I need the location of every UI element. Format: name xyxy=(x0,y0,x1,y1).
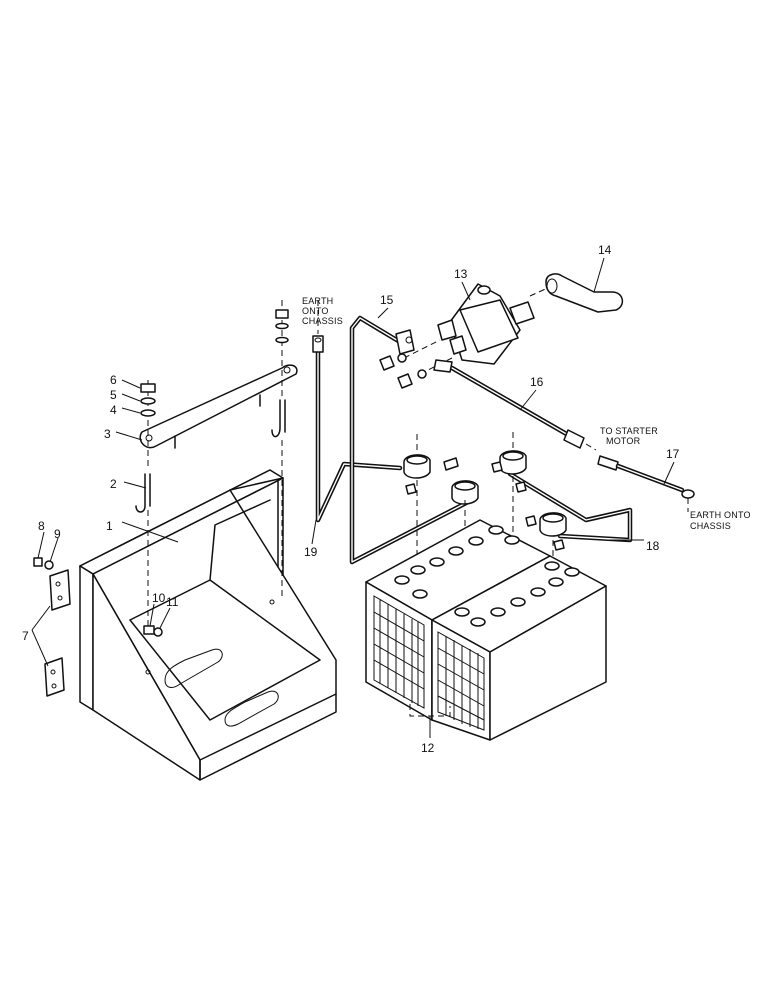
hook-bolts xyxy=(135,300,286,630)
note-earth-onto-chassis-top: EARTH ONTO CHASSIS xyxy=(302,296,343,326)
battery-left-terminals xyxy=(394,525,520,599)
earth-cable-right xyxy=(597,455,695,512)
leader-lines xyxy=(31,257,675,738)
battery-link-cable xyxy=(507,471,633,543)
callout-13: 13 xyxy=(454,267,468,281)
note-starter-line2: MOTOR xyxy=(606,436,641,446)
note-to-starter-motor: TO STARTER MOTOR xyxy=(600,426,658,446)
callout-2: 2 xyxy=(110,477,117,491)
battery-tray xyxy=(79,469,337,781)
callout-10: 10 xyxy=(152,591,166,605)
callout-17: 17 xyxy=(666,447,680,461)
callout-16: 16 xyxy=(530,375,544,389)
note-starter-line1: TO STARTER xyxy=(600,426,658,436)
callout-numbers: 1 2 3 4 5 6 7 8 9 10 11 12 13 14 15 16 1… xyxy=(22,243,680,755)
note-earth-onto-chassis-right: EARTH ONTO CHASSIS xyxy=(690,510,751,531)
callout-3: 3 xyxy=(104,427,111,441)
callout-9: 9 xyxy=(54,527,61,541)
callout-19: 19 xyxy=(304,545,318,559)
terminal-clamps xyxy=(403,432,567,560)
battery-right xyxy=(431,555,607,741)
callout-18: 18 xyxy=(646,539,660,553)
callout-5: 5 xyxy=(110,388,117,402)
starter-cable xyxy=(433,359,597,451)
callout-12: 12 xyxy=(421,741,435,755)
callout-1: 1 xyxy=(106,519,113,533)
callout-4: 4 xyxy=(110,403,117,417)
battery-right-terminals xyxy=(454,561,580,627)
callout-14: 14 xyxy=(598,243,612,257)
clamp-bar xyxy=(139,364,298,449)
note-earth-top-line3: CHASSIS xyxy=(302,316,343,326)
callout-6: 6 xyxy=(110,373,117,387)
callout-15: 15 xyxy=(380,293,394,307)
earth-cable xyxy=(312,300,403,523)
note-earth-right-line2: CHASSIS xyxy=(690,521,731,531)
link-cable xyxy=(349,315,471,565)
callout-11: 11 xyxy=(166,595,179,609)
callout-7: 7 xyxy=(22,629,29,643)
note-earth-top-line2: ONTO xyxy=(302,306,329,316)
mounting-brackets xyxy=(33,557,71,697)
note-earth-right-line1: EARTH ONTO xyxy=(690,510,751,520)
nut-washer-stack xyxy=(140,309,289,637)
callout-8: 8 xyxy=(38,519,45,533)
switch-key-handle xyxy=(545,273,624,313)
note-earth-top-line1: EARTH xyxy=(302,296,333,306)
switch-terminal-nuts xyxy=(379,353,427,389)
battery-isolator-switch xyxy=(403,283,553,375)
